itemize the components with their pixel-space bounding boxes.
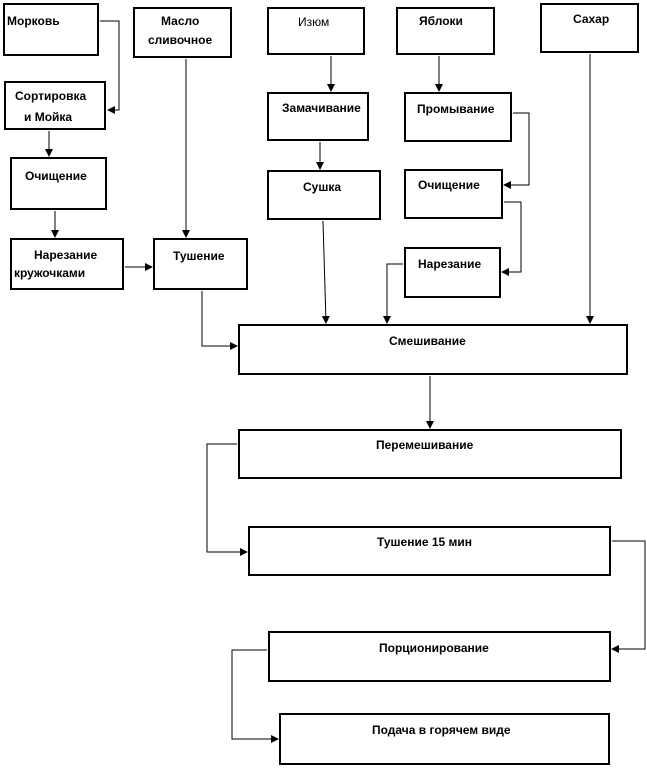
box-smeshivanie <box>238 324 628 375</box>
label-podacha: Подача в горячем виде <box>372 723 511 737</box>
box-podacha <box>279 713 610 765</box>
label-sortirovka-line1: Сортировка <box>15 89 87 103</box>
box-morkov <box>3 3 99 56</box>
label-narezanie: Нарезание <box>418 257 482 271</box>
label-maslo-line2: сливочное <box>148 33 213 47</box>
box-yabloki <box>396 7 495 55</box>
label-sushka: Сушка <box>303 180 342 194</box>
edge-promyvanie-ochishchenie <box>503 112 530 189</box>
label-maslo-line1: Масло <box>161 14 200 28</box>
box-izyum <box>267 7 365 55</box>
edge-ochishchenie-narezanie-right <box>501 201 522 276</box>
box-narezanie-kruzh <box>10 238 124 290</box>
label-tushenie-15: Тушение 15 мин <box>377 535 473 549</box>
label-tushenie: Тушение <box>173 249 225 263</box>
box-tushenie <box>153 238 248 290</box>
edge-peremeshivanie-tushenie15 <box>206 443 248 556</box>
box-ochishchenie-right <box>404 169 503 219</box>
label-ochishchenie-left: Очищение <box>25 169 87 183</box>
box-ochishchenie-left <box>10 157 107 210</box>
label-smeshivanie: Смешивание <box>389 334 466 348</box>
box-maslo <box>133 7 232 58</box>
edge-narezanie-smeshivanie <box>383 263 403 324</box>
edge-sushka-smeshivanie <box>321 220 330 324</box>
label-porcionirovanie: Порционирование <box>379 641 489 655</box>
label-narezanie-kruzh-line2: кружочками <box>14 266 86 280</box>
box-sortirovka <box>4 81 106 130</box>
edge-tushenie-smeshivanie <box>201 291 238 350</box>
box-sahar <box>540 3 639 53</box>
box-zamachivanie <box>267 92 369 141</box>
label-zamachivanie: Замачивание <box>282 101 361 115</box>
label-narezanie-kruzh-line1: Нарезание <box>34 248 98 262</box>
label-sahar: Сахар <box>573 12 610 26</box>
label-morkov: Морковь <box>7 14 60 28</box>
box-sushka <box>267 170 381 220</box>
label-sortirovka-line2: и Мойка <box>24 110 73 124</box>
label-promyvanie: Промывание <box>417 102 495 116</box>
label-peremeshivanie: Перемешивание <box>376 438 474 452</box>
edge-tushenie15-porcionirovanie <box>611 540 646 653</box>
edge-morkov-sortirovka <box>100 20 120 114</box>
label-izyum: Изюм <box>298 15 330 29</box>
box-peremeshivanie <box>238 429 622 479</box>
box-promyvanie <box>404 92 512 142</box>
box-porcionirovanie <box>268 631 611 682</box>
edge-porcionirovanie-podacha <box>231 649 279 743</box>
label-ochishchenie-right: Очищение <box>418 178 480 192</box>
label-yabloki: Яблоки <box>419 14 463 28</box>
box-tushenie-15 <box>248 526 611 576</box>
box-narezanie <box>404 247 501 298</box>
